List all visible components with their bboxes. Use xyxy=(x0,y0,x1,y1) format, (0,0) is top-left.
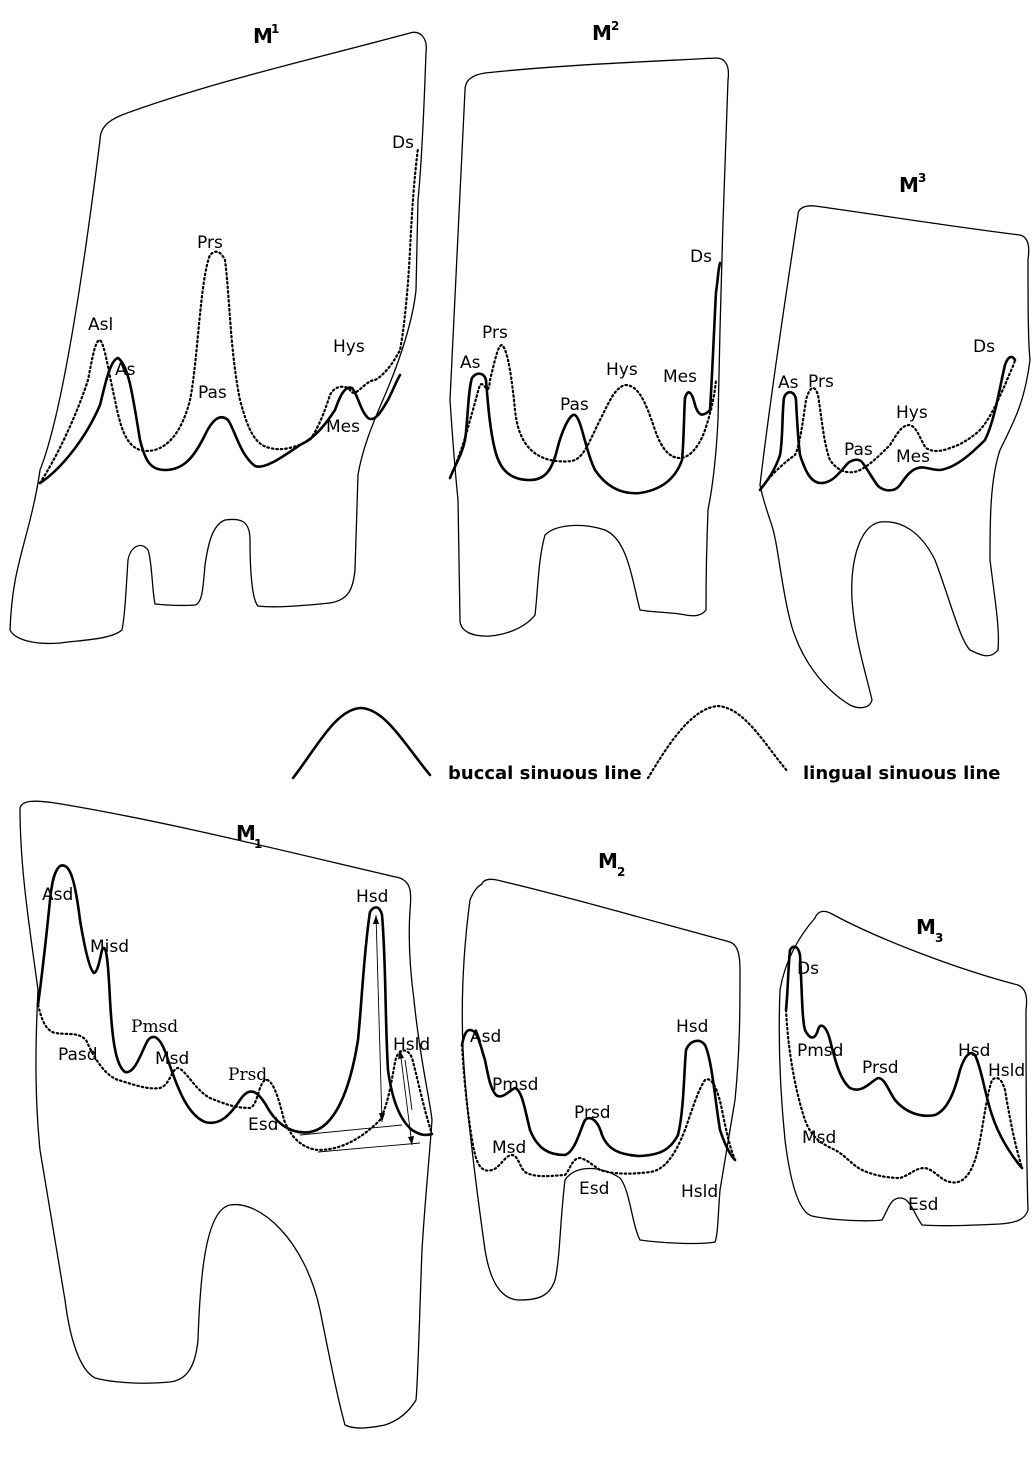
tooth-M2-lower: M 2 Asd Pmsd Prsd Msd Esd Hsd Hsld xyxy=(462,849,740,1300)
label-asd: Asd xyxy=(42,885,73,905)
label-esd: Esd xyxy=(579,1179,609,1199)
label-msd: Msd xyxy=(155,1049,189,1069)
label-ds: Ds xyxy=(690,247,712,267)
tooth-M1-lower: M 1 Asd Misd Pmsd Pasd Prsd Msd Esd Hsd … xyxy=(20,801,432,1428)
label-hys: Hys xyxy=(896,403,928,423)
label-mes: Mes xyxy=(896,447,930,467)
label-pmsd: Pmsd xyxy=(797,1041,843,1061)
tooth-title-base: M xyxy=(592,21,612,45)
label-ds: Ds xyxy=(392,133,414,153)
label-pasd: Pasd xyxy=(58,1045,98,1065)
label-hsld: Hsld xyxy=(393,1035,430,1055)
label-mes: Mes xyxy=(663,367,697,387)
label-esd: Esd xyxy=(908,1195,938,1215)
label-ds: Ds xyxy=(973,337,995,357)
tooth-title-superscript: 2 xyxy=(611,19,619,33)
label-hys: Hys xyxy=(333,337,365,357)
contour-line xyxy=(405,1060,412,1110)
label-prs: Prs xyxy=(482,323,508,343)
label-as: As xyxy=(460,353,481,373)
tooth-title-base: M xyxy=(598,849,618,873)
label-pmsd: Pmsd xyxy=(492,1075,538,1095)
label-prs: Prs xyxy=(808,372,834,392)
tooth-title-base: M xyxy=(899,173,919,197)
label-asd: Asd xyxy=(470,1027,501,1047)
label-prs: Prs xyxy=(197,233,223,253)
legend-buccal-sample xyxy=(293,708,430,778)
legend-buccal-label: buccal sinuous line xyxy=(448,763,642,784)
label-hsd: Hsd xyxy=(676,1017,708,1037)
tooth-title-superscript: 1 xyxy=(271,22,279,36)
label-hsld: Hsld xyxy=(988,1061,1025,1081)
tooth-title-subscript: 2 xyxy=(617,865,625,879)
tooth-title-base: M xyxy=(916,915,936,939)
tooth-M3-upper: M 3 As Prs Pas Hys Mes Ds xyxy=(760,171,1030,708)
label-pas: Pas xyxy=(844,440,873,460)
legend-lingual-label: lingual sinuous line xyxy=(803,763,1000,784)
label-as: As xyxy=(778,373,799,393)
tooth-outline xyxy=(450,58,728,636)
label-misd: Misd xyxy=(90,937,129,957)
label-pas: Pas xyxy=(198,383,227,403)
label-as: As xyxy=(115,360,136,380)
tooth-M3-lower: M 3 Ds Pmsd Prsd Msd Esd Hsd Hsld xyxy=(779,911,1028,1225)
label-pas: Pas xyxy=(560,395,589,415)
label-pmsd: Pmsd xyxy=(131,1017,178,1037)
label-hsd: Hsd xyxy=(356,887,388,907)
measurement-arrow-buccal xyxy=(376,915,382,1122)
tooth-title-base: M xyxy=(253,24,273,48)
legend: buccal sinuous line lingual sinuous line xyxy=(293,706,1000,784)
label-msd: Msd xyxy=(802,1128,836,1148)
label-asl: Asl xyxy=(88,315,113,335)
label-esd: Esd xyxy=(248,1115,278,1135)
tooth-M1-upper: M 1 Asl As Prs Pas Hys Mes Ds xyxy=(10,22,426,643)
label-hsd: Hsd xyxy=(958,1041,990,1061)
label-prsd: Prsd xyxy=(228,1065,267,1085)
label-prsd: Prsd xyxy=(862,1058,899,1078)
label-mes: Mes xyxy=(326,417,360,437)
label-ds: Ds xyxy=(797,959,819,979)
tooth-M2-upper: M 2 As Prs Pas Hys Mes Ds xyxy=(450,19,728,636)
label-msd: Msd xyxy=(492,1138,526,1158)
label-prsd: Prsd xyxy=(574,1103,611,1123)
legend-lingual-sample xyxy=(648,706,788,778)
label-hys: Hys xyxy=(606,360,638,380)
tooth-title-superscript: 3 xyxy=(918,171,926,185)
tooth-title-subscript: 3 xyxy=(935,931,943,945)
label-hsld: Hsld xyxy=(681,1182,718,1202)
